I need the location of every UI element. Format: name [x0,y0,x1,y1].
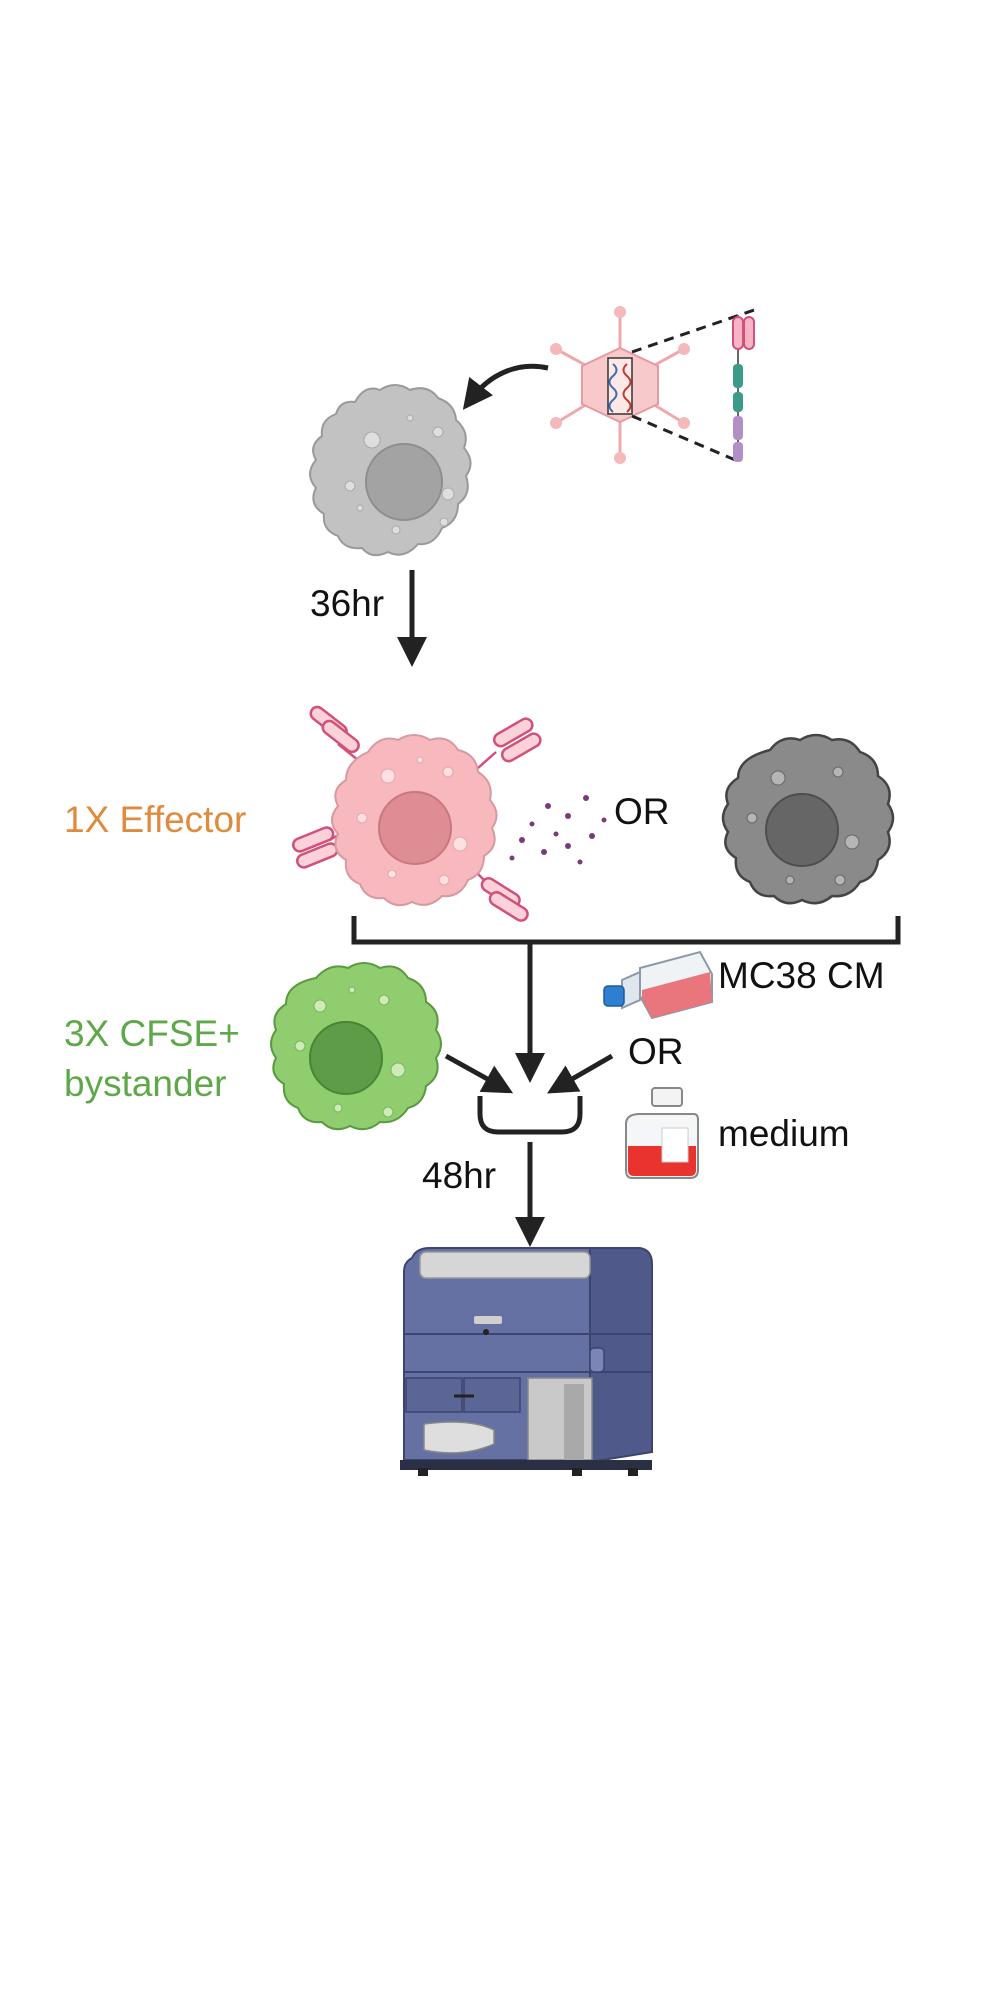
label-48hr: 48hr [422,1155,496,1196]
naive-cell-icon [309,384,472,557]
transduction-arrow [462,363,549,410]
mc38-label: MC38 CM [718,955,885,996]
medium-bottle-icon [625,1087,699,1179]
bystander-label-line2: bystander [64,1063,227,1104]
effector-label: 1X Effector [64,799,246,840]
gene-construct-icon [732,315,755,462]
merge-bracket [351,916,901,945]
medium-label: medium [718,1113,850,1154]
culture-flask-icon [603,950,713,1020]
zoom-lines [631,306,761,464]
viral-vector-icon [550,306,690,464]
bystander-label-line1: 3X CFSE+ [64,1013,240,1054]
control-cell-icon [721,733,895,905]
receptor-icon [291,705,542,922]
flow-cytometer-icon [400,1247,653,1476]
label-36hr: 36hr [310,583,384,624]
arrow-medium-in [547,1053,614,1094]
mixing-well-icon [477,1096,583,1135]
arrow-bystander-in [444,1053,514,1094]
or-label-1: OR [614,791,670,832]
or-label-2: OR [628,1031,684,1072]
cytokine-dots-icon [509,795,607,865]
bystander-cell-icon [270,962,442,1131]
effector-cell-icon [291,705,542,922]
